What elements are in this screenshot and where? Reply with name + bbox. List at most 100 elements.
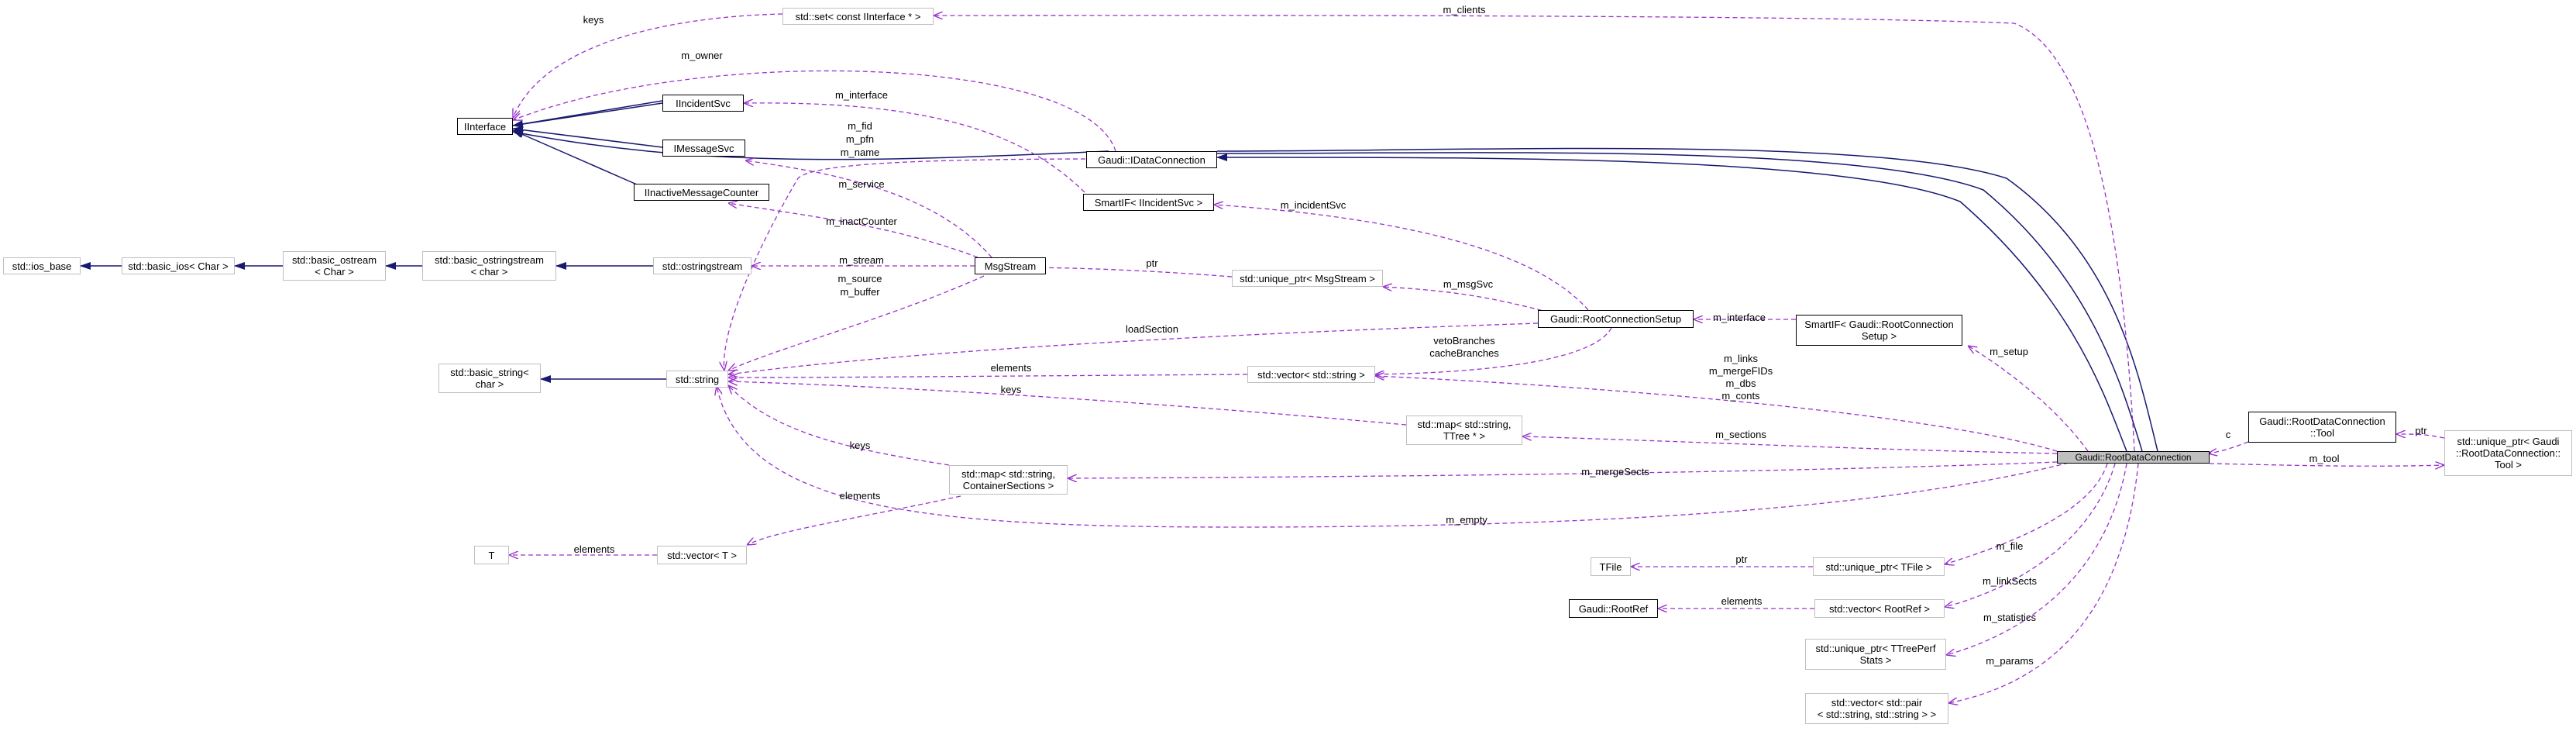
edge-rootdataconnection-idataconnection-b (1216, 152, 2143, 452)
edge-rootdataconnection-idataconnection-a (1216, 153, 2127, 452)
edge-setup-unique-msgstream-m-msgsvc (1383, 287, 1550, 313)
edge-idataconnection-iinterface-m-owner (513, 70, 1116, 152)
node-basic-ostringstream[interactable]: std::basic_ostringstream< char > (422, 251, 556, 281)
edge-setup-string-loadsection (728, 322, 1539, 374)
node-ostringstream[interactable]: std::ostringstream (653, 257, 751, 274)
node-map-containersections[interactable]: std::map< std::string,ContainerSections … (949, 465, 1068, 495)
label-keys-sections: keys (849, 440, 871, 451)
edge-map-sections-vector-t-elements (747, 495, 961, 545)
label-m-inactcounter: m_inactCounter (826, 216, 897, 227)
edge-rootdataconnection-unique-tfile-m-file (1945, 463, 2108, 564)
edge-tool-rootdataconnection-c (2208, 441, 2249, 453)
edge-idataconnection-iinterface (512, 129, 1109, 160)
node-map-ttree[interactable]: std::map< std::string,TTree * > (1406, 415, 1522, 445)
node-basic-ios[interactable]: std::basic_ios< Char > (122, 257, 235, 274)
edge-rootdataconnection-set-m-clients (934, 16, 2135, 452)
node-std-string[interactable]: std::string (666, 371, 728, 388)
edge-iinterface-iincidentsvc-2 (512, 100, 663, 126)
label-m-buffer: m_buffer (840, 286, 880, 298)
edge-iinactivemessagecounter-iinterface (512, 129, 638, 185)
edge-map-ttree-string-keys (728, 381, 1407, 426)
edge-vector-string-string-elements (728, 374, 1248, 378)
label-m-links: m_links (1723, 353, 1759, 364)
label-ptr-tfile: ptr (1735, 553, 1748, 565)
label-m-file: m_file (1996, 540, 2024, 552)
node-gaudi-idataconnection[interactable]: Gaudi::IDataConnection (1086, 151, 1217, 168)
label-keys-map: keys (1000, 384, 1022, 395)
edge-rootdataconnection-map-sections-m-mergesects (1068, 461, 2058, 478)
node-ios-base[interactable]: std::ios_base (3, 257, 81, 274)
edge-rootdataconnection-map-ttree-m-sections (1522, 436, 2058, 454)
label-m-interface-setup: m_interface (1713, 312, 1766, 323)
label-m-tool: m_tool (2309, 453, 2340, 464)
label-elements-rootref: elements (1721, 595, 1763, 607)
label-m-dbs: m_dbs (1725, 378, 1756, 389)
node-rootdataconnection-tool[interactable]: Gaudi::RootDataConnection::Tool (2248, 412, 2396, 443)
node-vector-pair[interactable]: std::vector< std::pair< std::string, std… (1805, 693, 1948, 724)
label-m-stream: m_stream (839, 254, 884, 266)
node-tfile[interactable]: TFile (1591, 557, 1631, 576)
label-m-pfn: m_pfn (845, 133, 875, 145)
label-m-empty: m_empty (1446, 514, 1487, 526)
node-vector-string[interactable]: std::vector< std::string > (1247, 366, 1375, 383)
edge-set-iinterface-keys (513, 13, 783, 118)
label-m-mergefids: m_mergeFIDs (1708, 365, 1773, 377)
node-unique-ptr-msgstream[interactable]: std::unique_ptr< MsgStream > (1232, 270, 1383, 287)
edge-rootdataconnection-string-m-empty (717, 386, 2069, 528)
edge-setup-smartif-m-incidentsvc (1214, 205, 1589, 311)
node-rootdataconnection[interactable]: Gaudi::RootDataConnection (2057, 451, 2210, 464)
edge-msgstream-inactive-m-inactcounter (728, 203, 978, 258)
label-m-owner: m_owner (681, 50, 723, 61)
label-m-service: m_service (838, 178, 885, 190)
node-imessagesvc[interactable]: IMessageSvc (662, 140, 745, 157)
label-elements-vector: elements (990, 362, 1032, 374)
edge-rootdataconnection-smartif-setup-m-setup (1968, 346, 2089, 452)
label-m-fid: m_fid (848, 120, 872, 132)
node-iinterface[interactable]: IInterface (457, 118, 513, 135)
edge-rootdataconnection-unique-tool-m-tool (2209, 464, 2444, 466)
node-vector-t[interactable]: std::vector< T > (657, 546, 747, 564)
label-m-source: m_source (837, 273, 882, 284)
node-t[interactable]: T (474, 546, 509, 564)
node-unique-ptr-tfile[interactable]: std::unique_ptr< TFile > (1813, 557, 1945, 576)
edge-rootdataconnection-vector-rootref-m-linksects (1945, 463, 2116, 607)
edge-setup-vector-string-veto (1375, 327, 1612, 374)
label-m-statistics: m_statistics (1983, 612, 2036, 623)
label-elements-t: elements (573, 543, 615, 555)
edge-msgstream-imessagesvc-m-service (745, 160, 992, 258)
label-m-name: m_name (840, 147, 880, 158)
label-m-msgsvc: m_msgSvc (1443, 278, 1494, 290)
edge-unique-msgstream-msgstream-ptr (1016, 267, 1233, 278)
label-cachebranches: cacheBranches (1429, 347, 1499, 359)
label-ptr-msgstream: ptr (1146, 257, 1158, 269)
label-m-setup: m_setup (1990, 346, 2028, 357)
edge-idataconnection-string-m-fid (724, 158, 1109, 371)
node-gaudi-rootref[interactable]: Gaudi::RootRef (1569, 599, 1658, 618)
edge-rootdataconnection-idataconnection-c (1216, 147, 2158, 452)
edge-unique-tool-tool-ptr (2396, 434, 2445, 439)
edge-rootdataconnection-vector-string-links (1375, 376, 2058, 452)
node-iinactivemessagecounter[interactable]: IInactiveMessageCounter (634, 184, 769, 201)
label-ptr-tool: ptr (2415, 425, 2427, 436)
label-m-conts: m_conts (1721, 390, 1760, 402)
node-iincidentsvc[interactable]: IIncidentSvc (662, 95, 744, 112)
label-m-incidentsvc: m_incidentSvc (1280, 199, 1346, 211)
node-smartif-iincidentsvc[interactable]: SmartIF< IIncidentSvc > (1083, 194, 1214, 211)
label-m-mergesects: m_mergeSects (1581, 466, 1649, 478)
node-basic-string[interactable]: std::basic_string<char > (439, 364, 541, 393)
node-msgstream[interactable]: MsgStream (975, 257, 1046, 274)
node-set-iinterface[interactable]: std::set< const IInterface * > (782, 8, 934, 25)
edge-msgstream-string-m-source (728, 275, 985, 371)
node-rootconnectionsetup[interactable]: Gaudi::RootConnectionSetup (1538, 310, 1694, 328)
label-m-sections: m_sections (1715, 429, 1766, 440)
node-vector-rootref[interactable]: std::vector< RootRef > (1814, 599, 1945, 618)
edge-imessagesvc-iinterface (512, 126, 663, 148)
node-unique-ptr-tool[interactable]: std::unique_ptr< Gaudi::RootDataConnecti… (2444, 430, 2572, 476)
node-basic-ostream[interactable]: std::basic_ostream< Char > (283, 251, 386, 281)
label-loadsection: loadSection (1126, 323, 1178, 335)
label-m-clients: m_clients (1443, 4, 1486, 16)
edge-map-sections-string-keys (728, 385, 950, 466)
label-m-interface-top: m_interface (835, 89, 888, 101)
